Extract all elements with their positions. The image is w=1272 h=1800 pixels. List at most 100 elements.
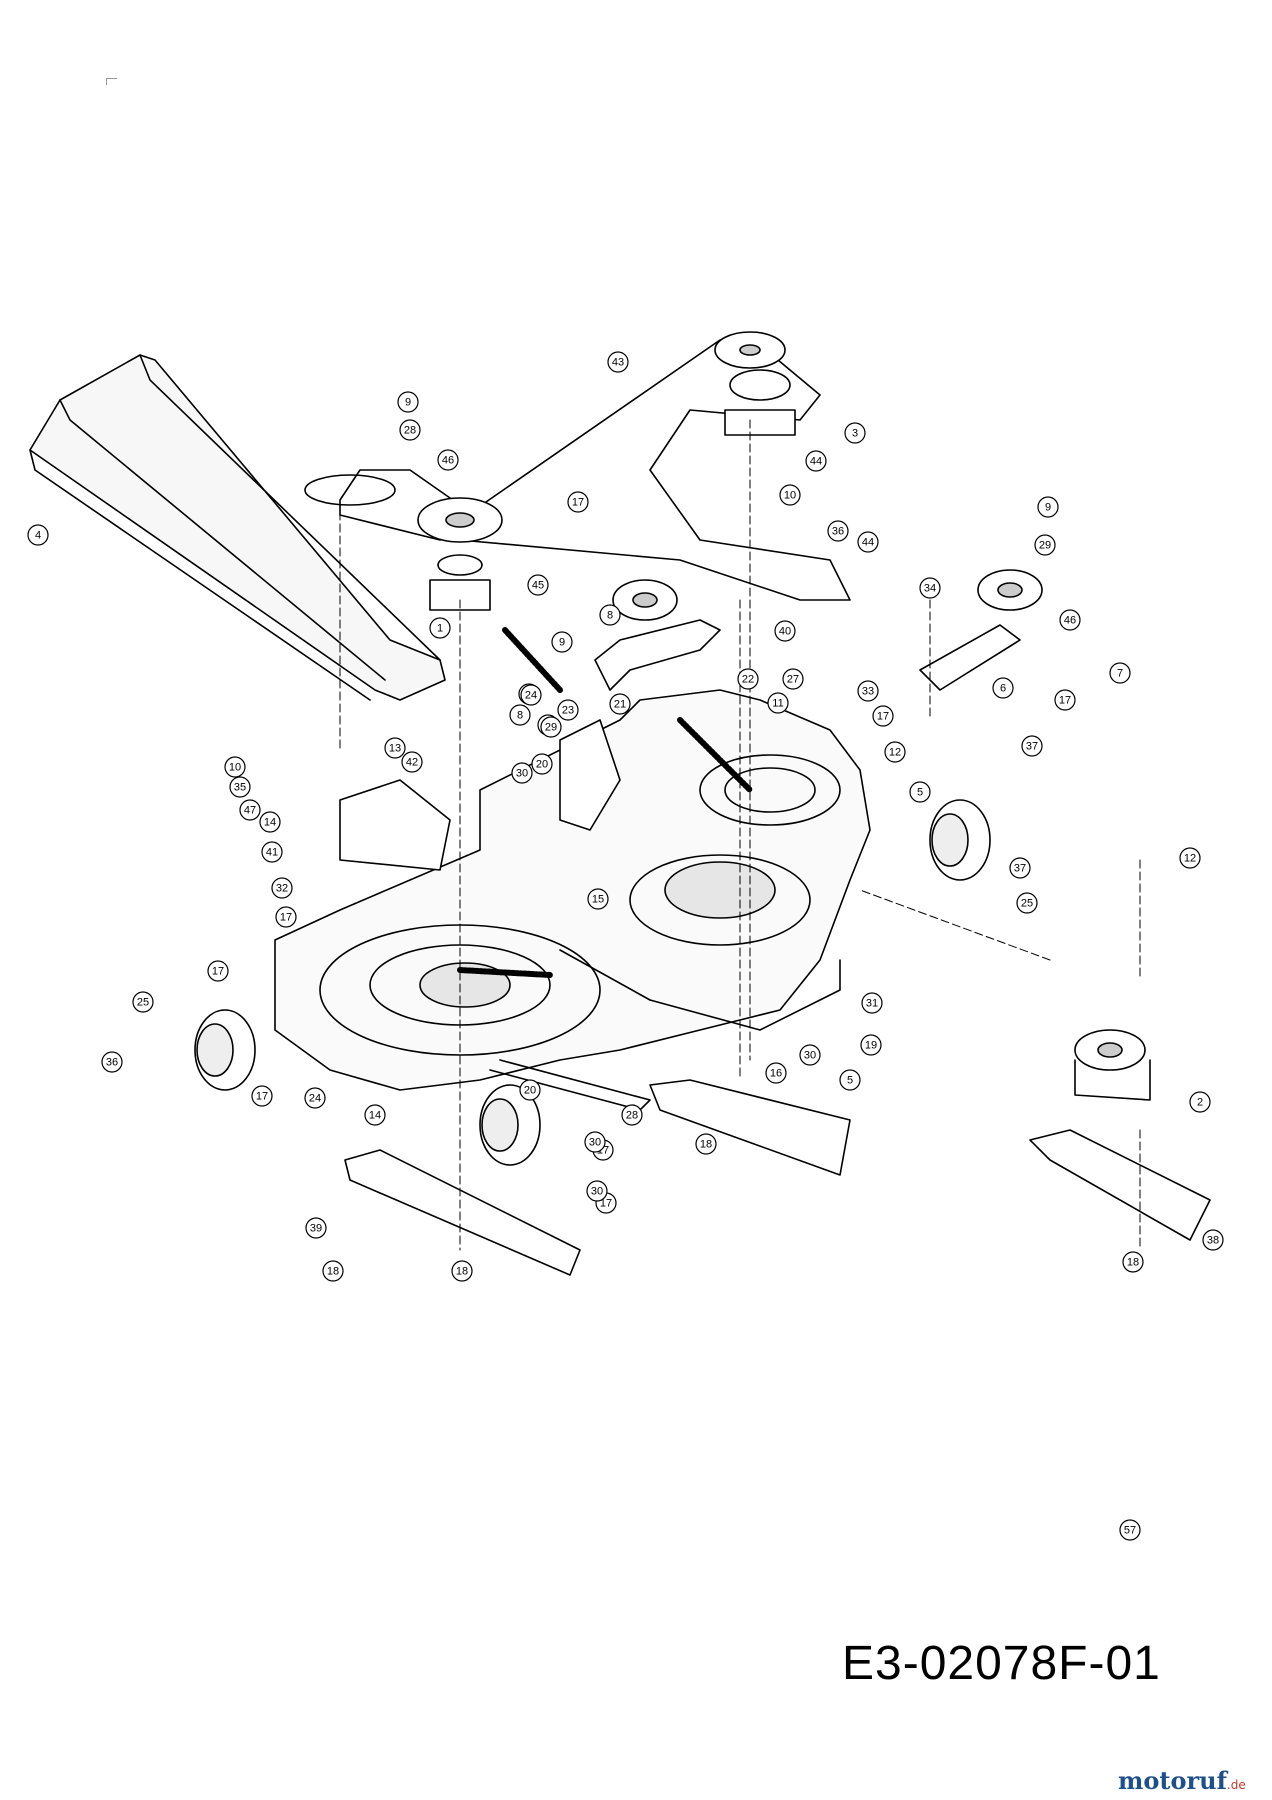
corner-registration-mark xyxy=(106,78,117,85)
callout-10: 10 xyxy=(224,756,246,778)
callout-group: 1234556788999101011121213141415151617171… xyxy=(27,351,1224,1541)
tension-springs xyxy=(457,627,753,978)
callout-number: 22 xyxy=(742,674,754,686)
callout-bubble xyxy=(259,811,281,833)
callout-number: 15 xyxy=(592,894,604,906)
callout-number: 16 xyxy=(770,1068,782,1080)
callout-24: 24 xyxy=(304,1087,326,1109)
callout-bubble xyxy=(399,419,421,441)
callout-32: 32 xyxy=(271,877,293,899)
callout-14: 14 xyxy=(364,1104,386,1126)
callout-number: 17 xyxy=(877,711,889,723)
callout-17: 17 xyxy=(251,1085,273,1107)
callout-bubble xyxy=(737,668,759,690)
callout-27: 27 xyxy=(782,668,804,690)
callout-5: 5 xyxy=(839,1069,861,1091)
callout-18: 18 xyxy=(695,1133,717,1155)
spindles xyxy=(429,409,796,611)
callout-bubble xyxy=(101,1051,123,1073)
callout-number: 10 xyxy=(229,762,241,774)
callout-number: 30 xyxy=(516,768,528,780)
callout-number: 17 xyxy=(572,497,584,509)
callout-47: 47 xyxy=(239,799,261,821)
drawing-number: E3-02078F-01 xyxy=(842,1637,1161,1690)
callout-bubble xyxy=(857,531,879,553)
callout-44: 44 xyxy=(805,450,827,472)
callout-bubble xyxy=(511,762,533,784)
callout-bubble xyxy=(531,753,553,775)
callout-bubble xyxy=(224,756,246,778)
callout-23: 23 xyxy=(557,699,579,721)
callout-17: 17 xyxy=(207,960,229,982)
callout-number: 9 xyxy=(405,397,411,409)
callout-number: 29 xyxy=(545,722,557,734)
callout-number: 18 xyxy=(1127,1257,1139,1269)
callout-36: 36 xyxy=(101,1051,123,1073)
callout-number: 25 xyxy=(137,997,149,1009)
callout-2: 2 xyxy=(1189,1091,1211,1113)
callout-bubble xyxy=(540,716,562,738)
gauge-wheels xyxy=(194,799,991,1166)
callout-24: 24 xyxy=(520,684,542,706)
callout-number: 17 xyxy=(600,1198,612,1210)
callout-46: 46 xyxy=(1059,609,1081,631)
callout-bubble xyxy=(551,631,573,653)
callout-number: 5 xyxy=(917,787,923,799)
callout-18: 18 xyxy=(1122,1251,1144,1273)
callout-bubble xyxy=(857,680,879,702)
callout-number: 18 xyxy=(456,1266,468,1278)
callout-bubble xyxy=(1109,662,1131,684)
callout-number: 12 xyxy=(1184,853,1196,865)
callout-bubble xyxy=(861,992,883,1014)
callout-bubble xyxy=(304,1087,326,1109)
callout-bubble xyxy=(1202,1229,1224,1251)
watermark-logo: motoruf.de xyxy=(1118,1766,1246,1795)
callout-number: 24 xyxy=(309,1093,321,1105)
callout-number: 44 xyxy=(862,537,874,549)
callout-number: 20 xyxy=(536,759,548,771)
callout-number: 45 xyxy=(532,580,544,592)
callout-number: 37 xyxy=(1026,741,1038,753)
callout-bubble xyxy=(609,693,631,715)
deck-housing xyxy=(274,689,871,1111)
callout-number: 3 xyxy=(852,428,858,440)
callout-8: 8 xyxy=(509,704,531,726)
callout-bubble xyxy=(1021,735,1043,757)
callout-number: 8 xyxy=(607,610,613,622)
callout-number: 46 xyxy=(442,455,454,467)
callout-number: 2 xyxy=(1197,1097,1203,1109)
callout-number: 12 xyxy=(889,747,901,759)
callout-20: 20 xyxy=(519,1079,541,1101)
callout-number: 5 xyxy=(847,1075,853,1087)
callout-bubble xyxy=(767,692,789,714)
callout-number: 18 xyxy=(700,1139,712,1151)
callout-bubble xyxy=(519,1079,541,1101)
callout-bubble xyxy=(401,751,423,773)
callout-41: 41 xyxy=(261,841,283,863)
callout-37: 37 xyxy=(1021,735,1043,757)
callout-9: 9 xyxy=(1037,496,1059,518)
callout-number: 13 xyxy=(389,743,401,755)
callout-34: 34 xyxy=(919,577,941,599)
idler-brackets xyxy=(339,619,1021,871)
callout-bubble xyxy=(860,1034,882,1056)
callout-25: 25 xyxy=(1016,892,1038,914)
callout-number: 1 xyxy=(437,623,443,635)
callout-bubble xyxy=(1059,609,1081,631)
callout-20: 20 xyxy=(531,753,553,775)
callout-5: 5 xyxy=(909,781,931,803)
pulleys xyxy=(417,331,1151,1101)
callout-9: 9 xyxy=(397,391,419,413)
callout-bubble xyxy=(799,1044,821,1066)
mower-blades xyxy=(344,1079,1211,1276)
watermark-brand: motoruf xyxy=(1118,1766,1227,1795)
callout-bubble xyxy=(1054,689,1076,711)
callout-bubble xyxy=(782,668,804,690)
callout-4: 4 xyxy=(27,524,49,546)
callout-21: 21 xyxy=(609,693,631,715)
callout-43: 43 xyxy=(607,351,629,373)
callout-number: 9 xyxy=(559,637,565,649)
callout-bubble xyxy=(397,391,419,413)
callout-number: 10 xyxy=(784,490,796,502)
callout-number: 17 xyxy=(256,1091,268,1103)
